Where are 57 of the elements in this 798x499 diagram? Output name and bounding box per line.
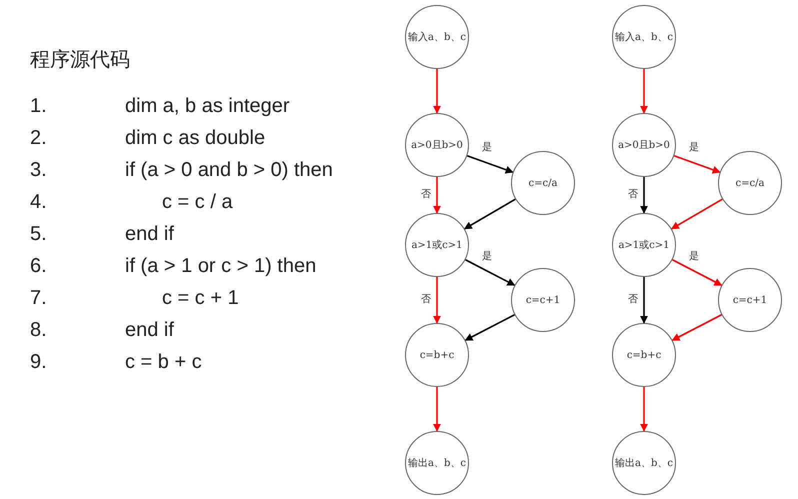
node-text: 输出a、b、c xyxy=(615,456,673,470)
edge-label: 否 xyxy=(628,189,638,200)
node-text: c=c+1 xyxy=(526,294,560,306)
arrow xyxy=(466,155,514,174)
line-number: 9. xyxy=(30,350,47,374)
node-text: a>0且b>0 xyxy=(618,139,670,152)
code-line: c = c + 1 xyxy=(162,286,239,310)
arrow xyxy=(672,259,722,286)
arrow xyxy=(670,198,723,230)
code-line: c = b + c xyxy=(125,350,202,374)
code-line: c = c / a xyxy=(162,190,233,214)
arrow xyxy=(640,69,648,114)
node-text: 输出a、b、c xyxy=(408,456,466,470)
arrow xyxy=(464,314,515,341)
edge-label: 否 xyxy=(421,189,431,200)
node-text: 输入a、b、c xyxy=(615,30,673,44)
node-text: 输入a、b、c xyxy=(408,30,466,44)
node-text: c=b+c xyxy=(420,350,454,360)
node-text: c=c+1 xyxy=(732,294,768,306)
arrow xyxy=(674,155,721,174)
node-text: a>1或c>1 xyxy=(618,238,670,252)
code-line: dim a, b as integer xyxy=(125,94,290,118)
line-number: 2. xyxy=(30,126,47,150)
line-number: 3. xyxy=(30,158,47,182)
arrow xyxy=(640,387,648,432)
line-number: 6. xyxy=(30,254,47,278)
edge-label: 否 xyxy=(628,294,638,305)
code-line: dim c as double xyxy=(125,126,266,150)
code-heading: 程序源代码 xyxy=(30,48,130,72)
arrow xyxy=(640,177,648,214)
line-number: 5. xyxy=(30,222,47,246)
arrow xyxy=(464,198,516,230)
line-number: 1. xyxy=(30,94,47,118)
node-text: a>0且b>0 xyxy=(411,139,463,152)
code-line: end if xyxy=(125,222,174,246)
arrow xyxy=(465,259,516,286)
arrow xyxy=(672,314,722,341)
code-line: end if xyxy=(125,318,174,342)
line-number: 4. xyxy=(30,190,47,214)
node-text: c=c/a xyxy=(528,178,558,188)
edge-label: 是 xyxy=(689,142,699,153)
edge-label: 是 xyxy=(482,142,492,153)
arrow xyxy=(433,69,441,114)
node-text: c=b+c xyxy=(626,350,662,360)
code-line: if (a > 1 or c > 1) then xyxy=(125,254,316,278)
arrow xyxy=(433,277,441,324)
line-number: 8. xyxy=(30,318,47,342)
line-number: 7. xyxy=(30,286,47,310)
edge-label: 是 xyxy=(689,250,699,262)
node-text: c=c/a xyxy=(736,178,764,188)
edge-label: 否 xyxy=(421,294,431,305)
arrow xyxy=(640,277,648,324)
code-line: if (a > 0 and b > 0) then xyxy=(125,158,333,182)
node-text: a>1或c>1 xyxy=(411,238,463,252)
arrow xyxy=(433,387,441,432)
arrow xyxy=(433,177,441,214)
edge-label: 是 xyxy=(482,250,492,262)
